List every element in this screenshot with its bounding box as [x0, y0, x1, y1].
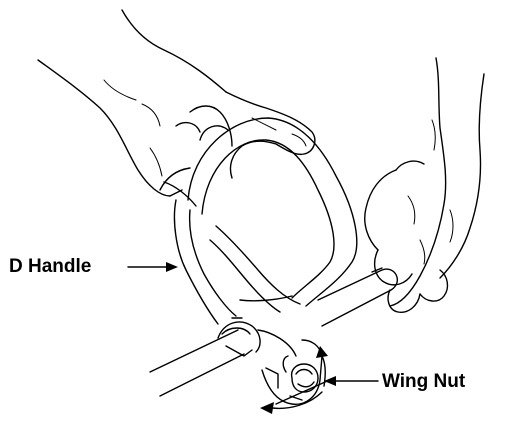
wing-nut [283, 356, 318, 392]
shaft [150, 268, 397, 404]
d-handle-label: D Handle [9, 257, 91, 276]
d-handle-callout-arrow [128, 262, 178, 272]
right-hand [365, 58, 484, 312]
wing-nut-label: Wing Nut [382, 372, 465, 391]
rotation-arrow-bottom [260, 392, 322, 414]
left-hand [38, 10, 315, 206]
d-handle [170, 118, 357, 324]
wing-nut-callout-arrow [324, 376, 378, 386]
